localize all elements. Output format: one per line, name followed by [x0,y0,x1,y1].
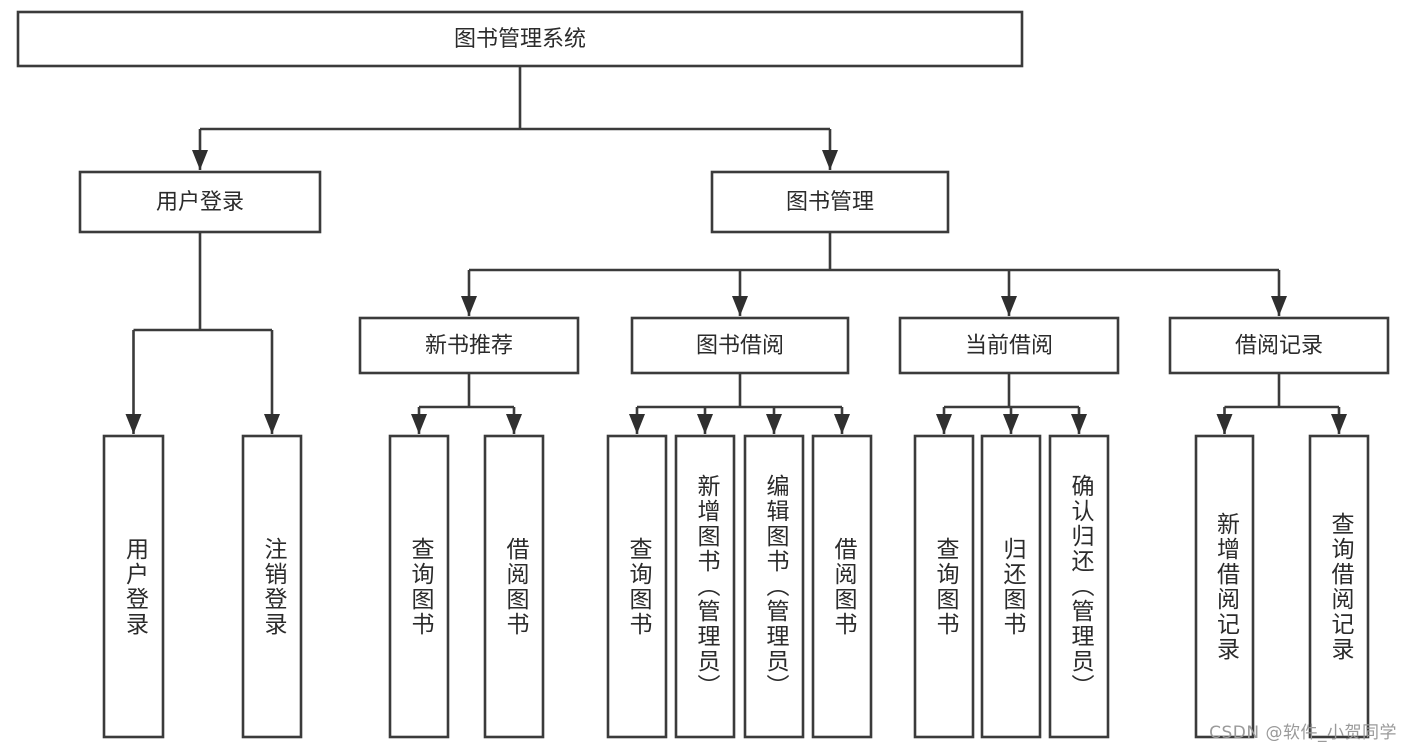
node-level2-box-1[interactable] [710,170,950,234]
node-level3-label-3: 借阅记录 [1235,334,1323,359]
arrow-head [1216,414,1233,434]
node-level3-box-3[interactable] [1168,316,1390,375]
node-leaf-box-8[interactable] [913,434,975,739]
arrow-head [834,414,850,434]
node-leaf-box-11[interactable] [1194,434,1255,739]
arrow-head [411,414,427,434]
node-level2-label-1: 图书管理 [786,190,874,215]
node-level3-label-1: 图书借阅 [696,334,784,359]
arrow-head [506,414,522,434]
node-leaf-box-5[interactable] [674,434,736,739]
arrow-head [1003,414,1019,434]
arrow-head [125,414,142,434]
node-leaf-box-10[interactable] [1048,434,1110,739]
node-level3-label-2: 当前借阅 [965,334,1053,359]
node-level3-box-2[interactable] [898,316,1120,375]
node-leaf-box-7[interactable] [811,434,873,739]
node-level3-label-0: 新书推荐 [425,334,513,359]
node-level3-box-0[interactable] [358,316,580,375]
arrow-head [936,414,952,434]
node-leaf-box-0[interactable] [102,434,165,739]
node-root-label: 图书管理系统 [454,27,586,52]
csdn-watermark: CSDN @软件_小贺同学 [1209,723,1397,743]
node-level3-box-1[interactable] [630,316,850,375]
node-level2-box-0[interactable] [78,170,322,234]
node-leaf-box-1[interactable] [241,434,303,739]
node-leaf-box-12[interactable] [1308,434,1370,739]
arrow-head [264,414,280,434]
arrow-head [1071,414,1087,434]
node-leaf-box-6[interactable] [743,434,805,739]
arrow-head [1331,414,1347,434]
boxes-layer [16,10,1390,739]
node-level2-label-0: 用户登录 [156,190,244,215]
arrow-head [822,150,838,170]
arrow-head [1001,296,1017,316]
arrow-head [1271,296,1287,316]
node-leaf-box-9[interactable] [980,434,1042,739]
node-leaf-box-4[interactable] [606,434,668,739]
connectors-layer [125,66,1347,434]
arrow-head [732,296,748,316]
arrow-head [766,414,782,434]
node-leaf-box-3[interactable] [483,434,545,739]
node-root-box[interactable] [16,10,1024,68]
arrow-head [461,296,477,316]
node-leaf-box-2[interactable] [388,434,450,739]
arrow-head [697,414,713,434]
arrow-head [192,150,208,170]
arrow-head [629,414,645,434]
